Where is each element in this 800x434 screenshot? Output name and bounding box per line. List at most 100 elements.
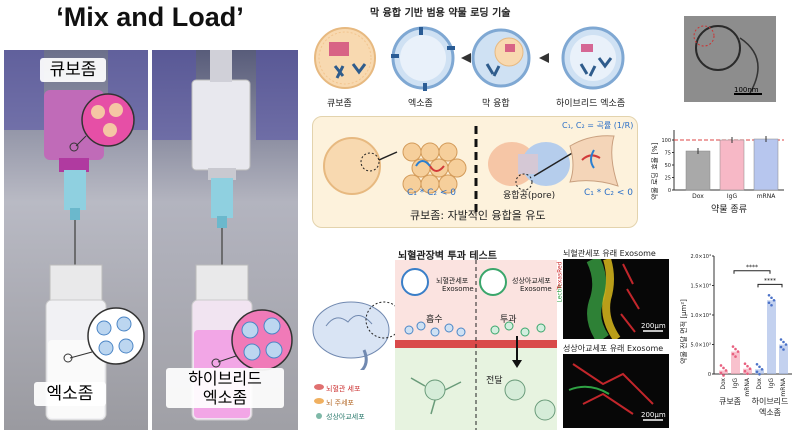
photo1-cubosome-label: 큐보좀 bbox=[40, 58, 106, 82]
mechanism-illustration bbox=[323, 126, 619, 212]
data-point bbox=[719, 371, 723, 375]
group-label: 큐보좀 bbox=[719, 397, 741, 406]
data-point bbox=[719, 364, 723, 367]
bar bbox=[685, 150, 711, 191]
significance-bracket bbox=[733, 270, 771, 274]
significance-label: **** bbox=[764, 277, 776, 284]
x-tick-label: Dox bbox=[692, 193, 704, 200]
data-point bbox=[734, 347, 737, 351]
fusion-title: 막 융합 기반 범용 약물 로딩 기술 bbox=[370, 8, 511, 19]
bbb-box2-line2: Exosome bbox=[520, 285, 552, 293]
significance-bracket bbox=[757, 283, 783, 288]
data-point bbox=[722, 374, 725, 377]
label-hybrid: 하이브리드 엑소좀 bbox=[556, 99, 626, 109]
mix-and-load-title: ‘Mix and Load’ bbox=[56, 2, 244, 32]
em-scale-label: 100nm bbox=[734, 86, 759, 94]
data-point bbox=[746, 372, 749, 375]
bbb-absorb-label: 흡수 bbox=[426, 315, 443, 325]
data-point bbox=[734, 355, 737, 358]
data-point bbox=[779, 338, 783, 341]
x-tick-label: Dox bbox=[756, 378, 763, 390]
exosome-particle bbox=[391, 26, 455, 91]
legend-vascular: 뇌혈관 세포 bbox=[326, 385, 361, 393]
bar bbox=[743, 368, 752, 374]
x-tick-label: Dox bbox=[720, 378, 727, 390]
y-tick-label: 1.5×10⁴ bbox=[690, 284, 711, 290]
legend-pericyte: 뇌 주세포 bbox=[326, 399, 354, 407]
bbb-box1-line1: 뇌혈관세포 bbox=[436, 277, 469, 285]
data-point bbox=[758, 372, 761, 376]
data-point bbox=[770, 303, 773, 307]
significance-label: **** bbox=[746, 264, 758, 271]
data-point bbox=[779, 345, 783, 349]
y-tick-label: 5.0×10³ bbox=[690, 343, 711, 349]
legend-astrocyte: 성상아교세포 bbox=[326, 413, 365, 421]
group-label: 하이브리드 bbox=[752, 396, 789, 406]
bbb-box2-line1: 성상아교세포 bbox=[512, 277, 551, 285]
photo2-hybrid-line2: 엑소좀 bbox=[202, 388, 248, 407]
mech-pore-label: 융합공(pore) bbox=[503, 191, 556, 201]
data-point bbox=[767, 301, 771, 305]
y-tick-label: 75 bbox=[665, 151, 671, 157]
x-tick-label: mRNA bbox=[744, 377, 751, 397]
mech-caption: 큐보좀: 자발적인 융합을 유도 bbox=[410, 209, 546, 222]
bar bbox=[719, 370, 728, 374]
y-tick-label: 2.0×10⁴ bbox=[690, 254, 711, 260]
micrograph-bottom: 200µm bbox=[563, 354, 669, 428]
y-tick-label: 50 bbox=[665, 163, 671, 169]
data-point bbox=[731, 345, 735, 348]
label-cubosome: 큐보좀 bbox=[327, 99, 352, 109]
data-point bbox=[731, 352, 735, 356]
fusion-steps-illustration bbox=[314, 26, 625, 91]
data-point bbox=[784, 343, 788, 346]
bbb-title: 뇌혈관장벽 투과 테스트 bbox=[398, 251, 497, 262]
bar bbox=[753, 138, 779, 191]
data-point bbox=[722, 366, 725, 370]
arrow-icon bbox=[461, 53, 471, 63]
mech-left-eq: C₁ * C₂ < 0 bbox=[407, 188, 456, 198]
legend-markers bbox=[314, 384, 324, 419]
x-tick-label: mRNA bbox=[780, 377, 787, 397]
data-point bbox=[760, 367, 764, 371]
fusion-particle bbox=[471, 28, 531, 88]
group-label: 엑소좀 bbox=[759, 407, 781, 417]
side-label-texasred: TexasRed bbox=[556, 261, 564, 290]
micrograph-top-title: 뇌혈관세포 유래 Exosome bbox=[563, 249, 656, 258]
data-point bbox=[782, 348, 785, 351]
micrograph-top: 200µm bbox=[563, 255, 669, 344]
bbb-deliver-label: 전달 bbox=[486, 376, 503, 386]
data-point bbox=[755, 370, 759, 374]
bbb-transwell-illustration bbox=[395, 260, 557, 430]
y-tick-label: 0 bbox=[708, 372, 711, 378]
mech-curvature-label: C₁, C₂ = 곡률 (1/R) bbox=[562, 121, 634, 130]
bar bbox=[779, 344, 788, 374]
data-point bbox=[767, 293, 771, 297]
data-point bbox=[748, 367, 752, 370]
y-axis-label: 약물 전달 면적 [µm²] bbox=[679, 299, 688, 364]
data-point bbox=[770, 296, 773, 300]
x-tick-label: IgG bbox=[732, 378, 739, 389]
photo-mix: 큐보좀 엑소좀 bbox=[4, 50, 148, 430]
bbb-box1-line2: Exosome bbox=[442, 285, 474, 293]
data-point bbox=[743, 369, 747, 373]
data-point bbox=[755, 362, 759, 366]
brain-illustration bbox=[312, 301, 403, 370]
x-tick-label: mRNA bbox=[757, 193, 777, 200]
cryo-em-drawing bbox=[684, 16, 776, 102]
photo1-exosome-label: 엑소좀 bbox=[34, 382, 106, 406]
label-fusion: 막 융합 bbox=[482, 99, 510, 109]
data-point bbox=[746, 364, 749, 368]
data-point bbox=[743, 362, 747, 365]
y-axis-label: 약물 로딩 효율 [%] bbox=[650, 142, 659, 200]
micrograph-bottom-scale: 200µm bbox=[641, 411, 666, 419]
x-axis-label: 약물 종류 bbox=[711, 203, 747, 215]
y-tick-label: 0 bbox=[668, 188, 671, 194]
bar bbox=[731, 351, 740, 374]
label-exosome: 엑소좀 bbox=[408, 99, 433, 109]
data-point bbox=[758, 365, 761, 369]
photo-load: 하이브리드 엑소좀 bbox=[152, 50, 298, 430]
arrow-icon bbox=[539, 53, 549, 63]
hybrid-exosome-particle bbox=[561, 26, 625, 90]
